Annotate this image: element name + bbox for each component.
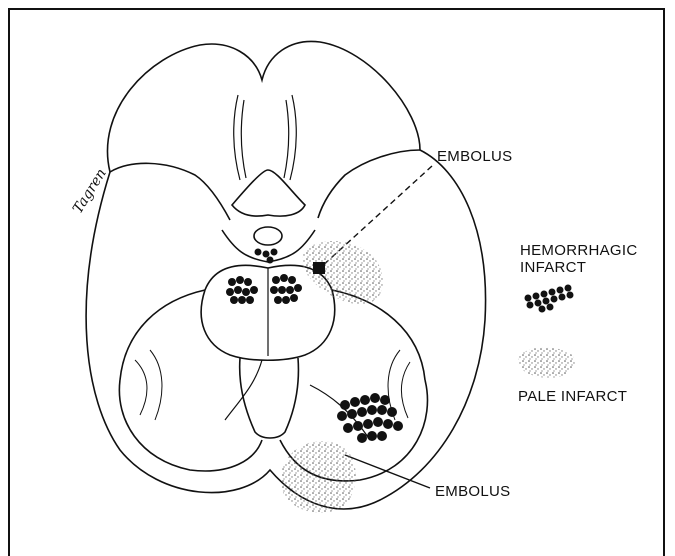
pituitary-stalk	[254, 227, 282, 245]
cerebellum-left	[119, 380, 262, 471]
temporal-lobe-left	[120, 290, 205, 380]
temporal-lobe-right	[332, 290, 425, 380]
hemorrhagic-infarct-label-line1: HEMORRHAGIC	[520, 242, 637, 259]
pale-infarct-region-lower	[282, 441, 356, 513]
pale-legend-swatch	[518, 348, 575, 379]
optic-chiasm	[232, 170, 305, 216]
frontal-lobe-right	[318, 150, 420, 218]
hemorrhagic-infarct-cerebellum	[337, 393, 403, 443]
frontal-lobe-left	[110, 163, 230, 220]
hemorrhagic-infarct-midbrain	[226, 249, 302, 305]
hemorrhagic-infarct-label: HEMORRHAGIC INFARCT	[520, 242, 637, 276]
medulla	[240, 358, 299, 438]
embolus-bottom-pointer	[345, 455, 430, 488]
embolus-top-label: EMBOLUS	[437, 148, 512, 165]
embolus-bottom-label: EMBOLUS	[435, 483, 510, 500]
hemorrhagic-legend-swatch	[525, 285, 574, 313]
embolus-top-marker	[313, 262, 325, 274]
pale-infarct-label: PALE INFARCT	[518, 388, 627, 405]
hemorrhagic-infarct-label-line2: INFARCT	[520, 259, 637, 276]
